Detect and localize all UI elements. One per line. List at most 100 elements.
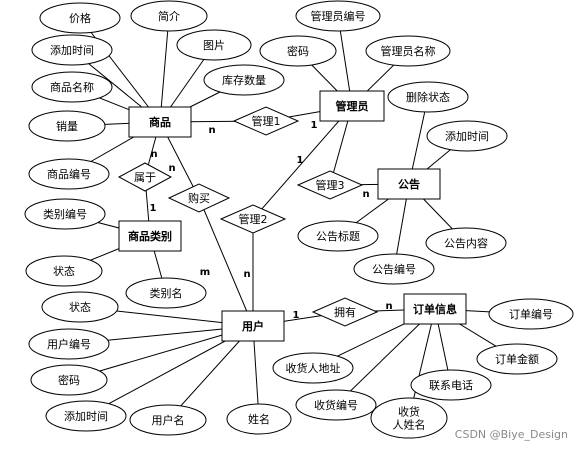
attribute-ellipse: [476, 343, 558, 375]
cardinality-c_category_belong: 1: [150, 203, 157, 214]
attribute-ellipse: [203, 64, 285, 96]
attribute-o_amount: 订单金额: [476, 343, 558, 375]
relationship-diamond: [296, 170, 364, 200]
attribute-ellipse: [295, 0, 381, 32]
edge-user-u_username: [167, 325, 254, 421]
entity-category: 商品类别: [118, 220, 182, 252]
relationship-label: 拥有: [334, 305, 356, 319]
attribute-c_code: 类别编号: [24, 198, 106, 230]
entity-label: 公告: [398, 177, 420, 191]
attribute-label: 销量: [56, 119, 78, 133]
relationship-own: 拥有: [311, 297, 379, 327]
attribute-ellipse: [130, 0, 208, 32]
attribute-label: 库存数量: [222, 73, 266, 87]
attribute-label: 密码: [58, 373, 80, 387]
attribute-label: 管理员编号: [311, 9, 366, 23]
relationship-manage1: 管理1: [232, 106, 300, 136]
attribute-label: 添加时间: [64, 409, 108, 423]
attribute-ellipse: [28, 110, 106, 142]
attribute-ellipse: [488, 298, 574, 330]
entity-box: [128, 106, 192, 138]
attribute-ellipse: [30, 364, 108, 396]
attribute-ellipse: [370, 397, 448, 439]
attribute-label: 价格: [69, 11, 91, 25]
attribute-o_code: 订单编号: [488, 298, 574, 330]
attribute-label: 密码: [287, 44, 309, 58]
attribute-a_pwd: 密码: [259, 35, 337, 67]
attribute-label: 商品编号: [47, 167, 91, 181]
watermark-text: CSDN @Biye_Design: [455, 428, 568, 441]
attribute-g_image: 图片: [176, 29, 252, 61]
attribute-ellipse: [39, 2, 121, 34]
attribute-ellipse: [28, 158, 110, 190]
attribute-label: 添加时间: [445, 129, 489, 143]
edge-buy-user: [198, 197, 254, 327]
attribute-ellipse: [387, 81, 469, 113]
attribute-n_addtime: 添加时间: [426, 120, 508, 152]
relationship-diamond: [117, 162, 173, 192]
entity-label: 商品: [149, 115, 171, 129]
attribute-label: 图片: [203, 39, 225, 52]
attribute-ellipse: [259, 35, 337, 67]
attribute-ellipse: [353, 253, 435, 285]
attribute-label: 订单金额: [495, 352, 539, 366]
relationship-diamond: [232, 106, 300, 136]
entity-order: 订单信息: [403, 293, 467, 325]
entity-notice: 公告: [377, 168, 441, 200]
attribute-g_addtime: 添加时间: [31, 34, 113, 66]
attribute-label: 类别编号: [43, 207, 87, 221]
attribute-ellipse: [426, 120, 508, 152]
attribute-ellipse: [410, 369, 492, 401]
relationship-diamond: [219, 204, 287, 234]
attribute-c_name: 类别名: [125, 277, 207, 309]
relationship-label: 属于: [134, 171, 156, 184]
attribute-n_content: 公告内容: [425, 227, 507, 259]
attribute-o_recv_code: 收货编号: [295, 389, 377, 421]
entity-box: [319, 90, 385, 122]
cardinality-c_admin_manage2: 1: [297, 155, 304, 166]
edge-goods-g_price: [79, 17, 161, 123]
attribute-g_name: 商品名称: [31, 71, 113, 103]
relationship-label: 管理2: [239, 212, 268, 226]
relationship-diamond: [167, 183, 231, 213]
relationship-label: 购买: [188, 191, 210, 205]
attribute-ellipse: [295, 389, 377, 421]
cardinality-c_user_own: 1: [293, 310, 300, 321]
entity-label: 订单信息: [413, 302, 457, 316]
attribute-label: 订单编号: [509, 307, 553, 321]
attribute-o_address: 收货人地址: [272, 352, 354, 384]
attribute-ellipse: [425, 227, 507, 259]
attribute-u_username: 用户名: [129, 404, 207, 436]
relationship-belong: 属于: [117, 162, 173, 192]
attribute-u_status: 状态: [41, 291, 119, 323]
attribute-o_phone: 联系电话: [410, 369, 492, 401]
attribute-ellipse: [24, 198, 106, 230]
attribute-ellipse: [41, 291, 119, 323]
attribute-n_title: 公告标题: [297, 220, 379, 252]
attribute-label: 姓名: [248, 412, 270, 426]
attribute-ellipse: [176, 29, 252, 61]
cardinality-c_own_order: n: [385, 301, 392, 312]
entity-box: [221, 310, 285, 342]
attribute-label: 联系电话: [429, 379, 473, 392]
attribute-g_sales: 销量: [28, 110, 106, 142]
relationship-label: 管理3: [316, 178, 345, 192]
attribute-label: 管理员名称: [381, 44, 436, 58]
attribute-label: 公告编号: [372, 262, 416, 276]
attribute-label: 收货人地址: [286, 361, 341, 375]
attribute-label: 公告内容: [444, 236, 488, 250]
attribute-g_stock: 库存数量: [203, 64, 285, 96]
entity-label: 商品类别: [128, 229, 172, 243]
attribute-ellipse: [272, 352, 354, 384]
attribute-ellipse: [31, 71, 113, 103]
attribute-label: 公告标题: [316, 229, 360, 243]
diagram-shapes: 价格简介添加时间图片商品名称库存数量销量商品编号管理员编号密码管理员名称删除状态…: [24, 0, 574, 439]
relationship-buy: 购买: [167, 183, 231, 213]
cardinality-c_manage3_notice: n: [362, 189, 369, 200]
entity-admin: 管理员: [319, 90, 385, 122]
relationship-manage2: 管理2: [219, 204, 287, 234]
entity-goods: 商品: [128, 106, 192, 138]
attribute-label: 添加时间: [50, 43, 94, 57]
